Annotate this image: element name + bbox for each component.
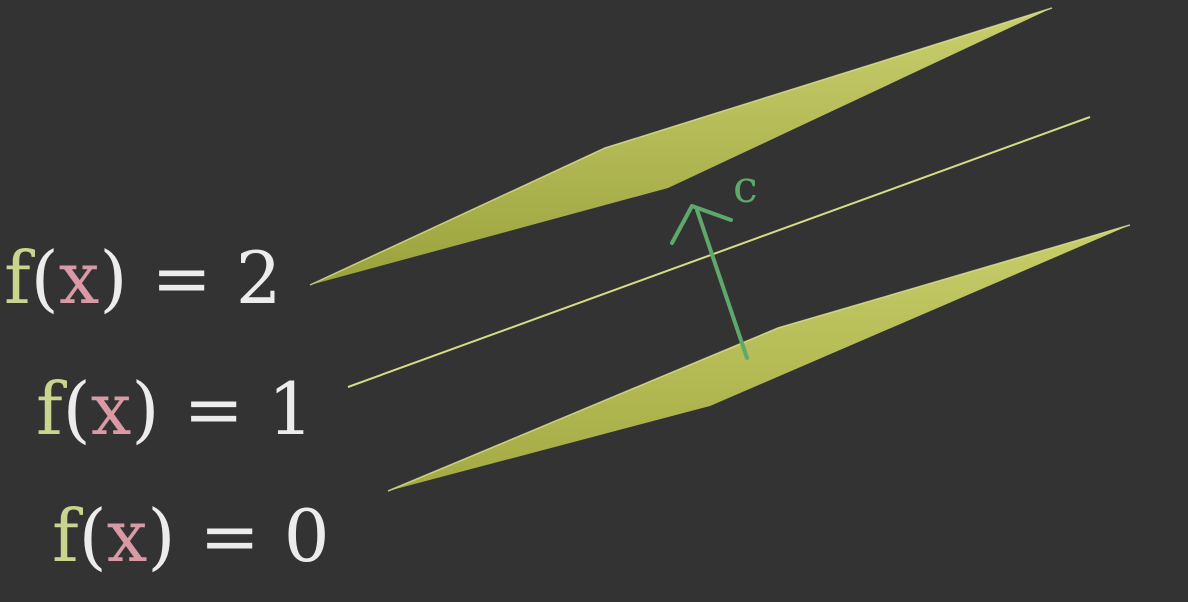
equation-f-equals-2: f(x) = 2 bbox=[4, 236, 282, 320]
level-surface-2 bbox=[309, 7, 1053, 286]
equals-sign: = bbox=[199, 494, 259, 578]
close-paren: ) bbox=[147, 494, 175, 578]
arrow-label-c: c bbox=[733, 162, 758, 213]
variable-x: x bbox=[59, 236, 100, 320]
equals-sign: = bbox=[151, 236, 211, 320]
close-paren: ) bbox=[99, 236, 127, 320]
function-symbol: f bbox=[52, 494, 83, 578]
equation-f-equals-1: f(x) = 1 bbox=[36, 367, 314, 451]
open-paren: ( bbox=[63, 367, 91, 451]
equation-value: 1 bbox=[268, 367, 314, 451]
equation-value: 0 bbox=[284, 494, 330, 578]
open-paren: ( bbox=[79, 494, 107, 578]
variable-x: x bbox=[107, 494, 148, 578]
function-symbol: f bbox=[36, 367, 67, 451]
open-paren: ( bbox=[31, 236, 59, 320]
gradient-arrow bbox=[670, 204, 749, 360]
level-surface-0 bbox=[387, 224, 1131, 492]
equation-f-equals-0: f(x) = 0 bbox=[52, 494, 330, 578]
equals-sign: = bbox=[183, 367, 243, 451]
level-line-1 bbox=[347, 116, 1091, 388]
function-symbol: f bbox=[4, 236, 35, 320]
variable-x: x bbox=[91, 367, 132, 451]
close-paren: ) bbox=[131, 367, 159, 451]
equation-value: 2 bbox=[236, 236, 282, 320]
